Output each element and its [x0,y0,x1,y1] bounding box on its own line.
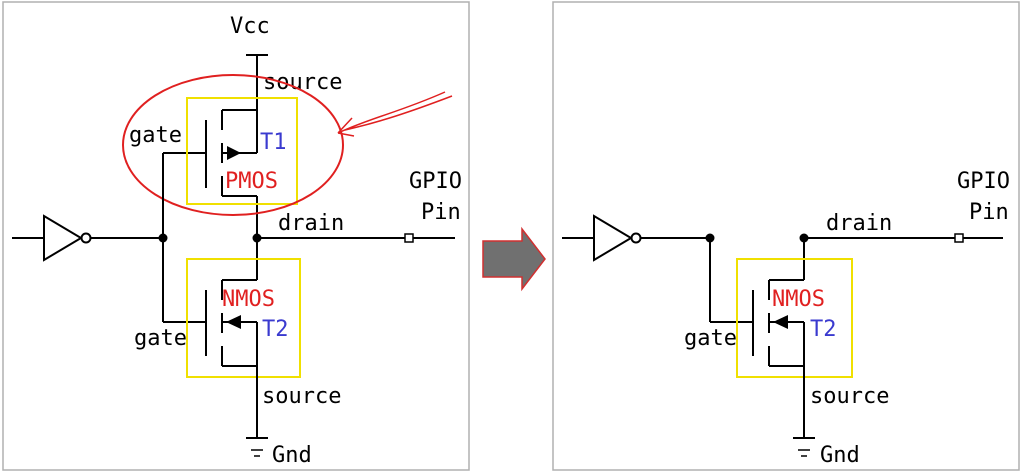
nmos-highlight-box [186,258,301,378]
inverter-bubble-right [630,232,642,244]
pmos-label: PMOS [225,169,278,194]
inverter-bubble [80,232,92,244]
right-panel-frame [552,1,1020,471]
pmos-annotation-circle [122,74,344,216]
gate-label-right: gate [684,326,737,351]
gpio-label-right: GPIO [957,169,1010,194]
ground-icon [251,449,263,457]
drain-label-right: drain [826,211,892,236]
gnd-label-right: Gnd [820,443,860,468]
nmos-highlight-box-right [736,258,853,378]
t1-label: T1 [260,130,287,155]
inverter-icon-right [593,214,633,262]
nmos-transistor-symbol-right [710,238,805,367]
source-bottom-label: source [262,384,341,409]
pin-label-right: Pin [969,200,1009,225]
drain-label: drain [278,211,344,236]
transition-arrow-icon [482,226,546,292]
inverter-icon [43,214,83,262]
gpio-pin-icon-right [954,233,964,243]
t2-label: T2 [262,317,289,342]
gate-bottom-label: gate [134,326,187,351]
nmos-label-right: NMOS [772,287,825,312]
gate-top-label: gate [129,123,182,148]
gate-junction-dot [158,233,168,243]
nmos-label: NMOS [222,287,275,312]
pmos-arrow-icon [227,146,241,160]
vcc-label: Vcc [230,14,270,39]
left-panel-frame [2,1,470,471]
gpio-label: GPIO [409,169,462,194]
nmos-arrow-icon-right [773,315,788,329]
gpio-pin-icon [404,233,414,243]
left-panel: Vcc source gate T1 PMOS [2,1,470,471]
ground-icon-right [798,449,810,457]
pin-label: Pin [421,200,461,225]
pmos-highlight-box [186,97,298,205]
source-label-right: source [810,384,889,409]
nmos-arrow-icon [226,315,241,329]
gnd-label: Gnd [272,443,312,468]
right-panel: drain GPIO Pin NMOS T2 gate source [552,1,1020,471]
t2-label-right: T2 [810,317,837,342]
annotation-arrow-icon [337,91,453,137]
